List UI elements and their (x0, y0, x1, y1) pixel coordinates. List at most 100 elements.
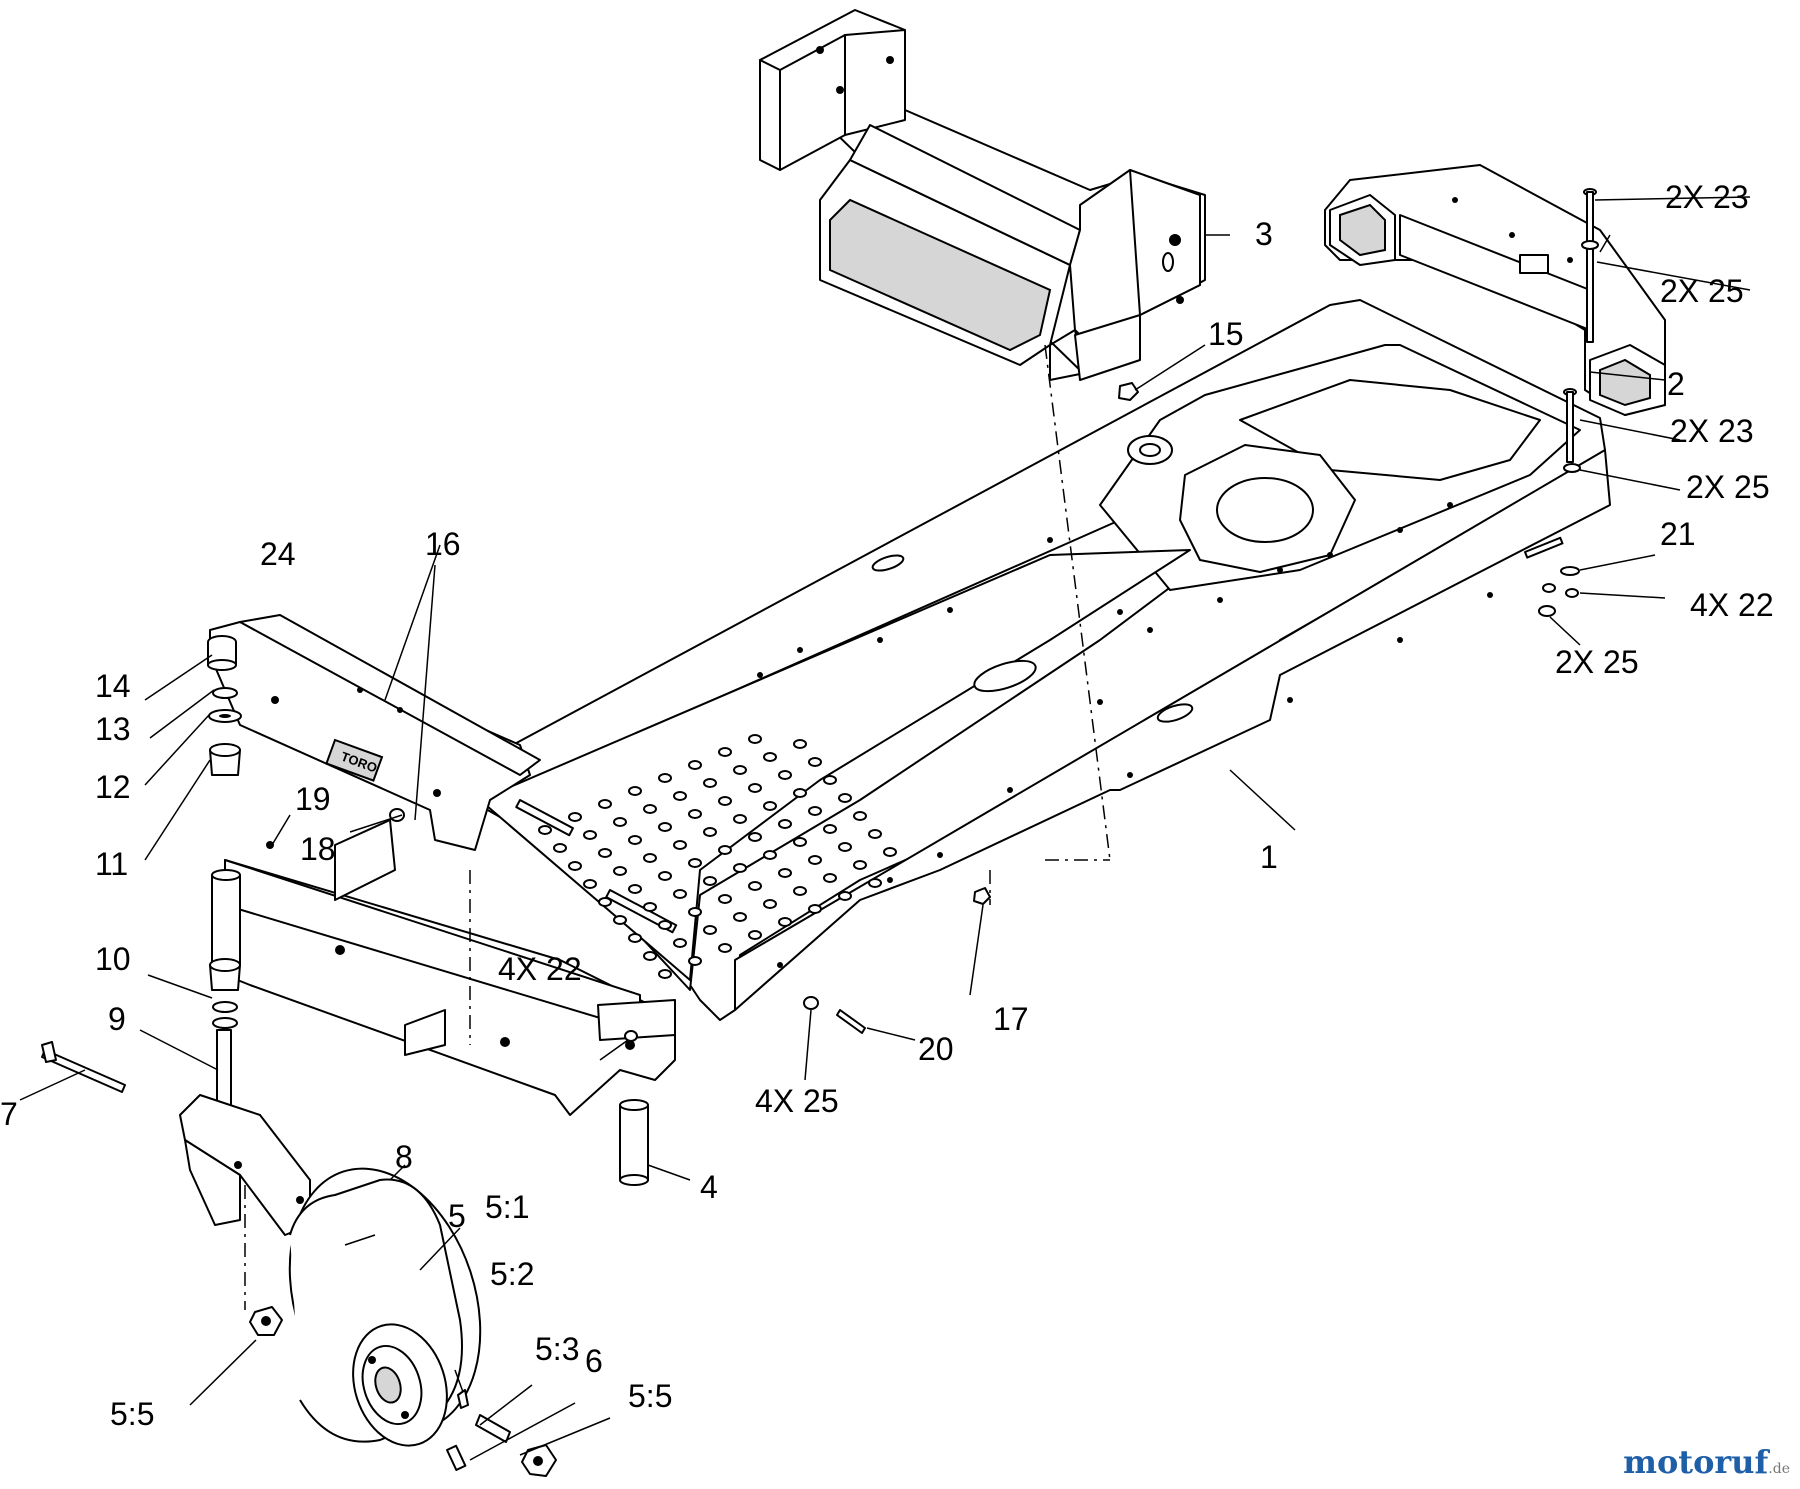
callout-3: 3 (1255, 216, 1273, 252)
step-plate-hole (733, 765, 747, 775)
step-plate-hole (763, 899, 777, 909)
callout-5-5-right: 5:5 (628, 1378, 672, 1414)
caster-wheel (249, 1167, 557, 1477)
step-plate-hole (763, 801, 777, 811)
callout-19: 19 (295, 781, 331, 817)
callout-2x23-top: 2X 23 (1665, 179, 1749, 215)
step-plate-hole (823, 824, 837, 834)
step-plate-hole (748, 930, 762, 940)
callout-1: 1 (1260, 839, 1278, 875)
step-plate-hole (853, 811, 867, 821)
callout-2x25-top: 2X 25 (1660, 273, 1744, 309)
step-plate-hole (808, 757, 822, 767)
step-plate-hole (688, 956, 702, 966)
step-plate-hole (643, 951, 657, 961)
callout-20: 20 (918, 1031, 954, 1067)
step-plate-hole (763, 850, 777, 860)
step-plate-hole (748, 783, 762, 793)
step-plate-hole (673, 791, 687, 801)
step-plate-hole (733, 814, 747, 824)
callout-4x22-left: 4X 22 (498, 951, 582, 987)
step-plate-hole (673, 889, 687, 899)
step-plate-hole (748, 881, 762, 891)
step-plate-hole (568, 861, 582, 871)
step-plate-hole (658, 871, 672, 881)
step-plate-hole (583, 879, 597, 889)
step-plate-hole (853, 860, 867, 870)
watermark-tld: .de (1768, 1461, 1790, 1477)
step-plate-hole (793, 788, 807, 798)
step-plate-hole (838, 793, 852, 803)
step-plate-hole (598, 848, 612, 858)
step-plate-hole (823, 775, 837, 785)
step-plate-hole (778, 819, 792, 829)
step-plate-hole (628, 835, 642, 845)
callout-18: 18 (300, 831, 336, 867)
callout-5-2: 5:2 (490, 1256, 534, 1292)
step-plate-hole (553, 843, 567, 853)
step-plate-hole (643, 902, 657, 912)
step-plate-hole (673, 840, 687, 850)
callout-21: 21 (1660, 516, 1696, 552)
callout-5-5-left: 5:5 (110, 1396, 154, 1432)
step-plate-hole (613, 817, 627, 827)
step-plate-hole (718, 747, 732, 757)
step-plate-hole (583, 830, 597, 840)
callout-10: 10 (95, 941, 131, 977)
step-plate-hole (643, 804, 657, 814)
step-plate-hole (868, 829, 882, 839)
step-plate-hole (838, 842, 852, 852)
step-plate-hole (793, 886, 807, 896)
rear-bracket (1324, 164, 1666, 416)
step-plate-hole (808, 806, 822, 816)
step-plate-hole (658, 773, 672, 783)
step-plate-hole (718, 796, 732, 806)
callout-4x25: 4X 25 (755, 1083, 839, 1119)
step-plate-hole (688, 907, 702, 917)
callout-2: 2 (1667, 366, 1685, 402)
step-plate-hole (838, 891, 852, 901)
step-plate-hole (823, 873, 837, 883)
alignment-lines (244, 344, 1111, 1310)
callout-14: 14 (95, 668, 131, 704)
callout-6: 6 (585, 1343, 603, 1379)
callout-5-1: 5:1 (485, 1189, 529, 1225)
callout-5-3: 5:3 (535, 1331, 579, 1367)
step-plate-hole (733, 863, 747, 873)
front-bumper: TORO (209, 614, 541, 851)
step-plate-hole (703, 876, 717, 886)
callout-4: 4 (700, 1169, 718, 1205)
step-plate-hole (793, 837, 807, 847)
small-hardware (624, 188, 1599, 1042)
callout-8: 8 (395, 1139, 413, 1175)
step-plate-hole (808, 904, 822, 914)
step-plate-hole (598, 799, 612, 809)
step-plate-hole (628, 933, 642, 943)
callout-2x25-mid: 2X 25 (1686, 469, 1770, 505)
step-plate-hole (793, 739, 807, 749)
callout-12: 12 (95, 769, 131, 805)
step-plate-hole (703, 827, 717, 837)
callout-5: 5 (448, 1198, 466, 1234)
step-plate-hole (628, 884, 642, 894)
step-plate-hole (688, 858, 702, 868)
step-plate-hole (673, 938, 687, 948)
front-axle (211, 819, 676, 1186)
step-plate-hole (703, 925, 717, 935)
step-plate-hole (718, 943, 732, 953)
leader-lines (19, 196, 1751, 1461)
step-plate-hole (613, 915, 627, 925)
callout-16: 16 (425, 526, 461, 562)
step-plate-hole (883, 847, 897, 857)
callout-9: 9 (108, 1001, 126, 1037)
step-plate-hole (733, 912, 747, 922)
step-plate-hole (688, 760, 702, 770)
callout-13: 13 (95, 711, 131, 747)
main-frame (469, 299, 1611, 1021)
step-plate-hole (718, 845, 732, 855)
callout-labels: 1 2 3 4 5 5:1 5:2 5:3 5:5 5:5 6 7 8 9 10… (0, 179, 1774, 1432)
step-plate-hole (658, 969, 672, 979)
watermark-brand: motoruf (1623, 1443, 1769, 1481)
step-plate-hole (778, 917, 792, 927)
